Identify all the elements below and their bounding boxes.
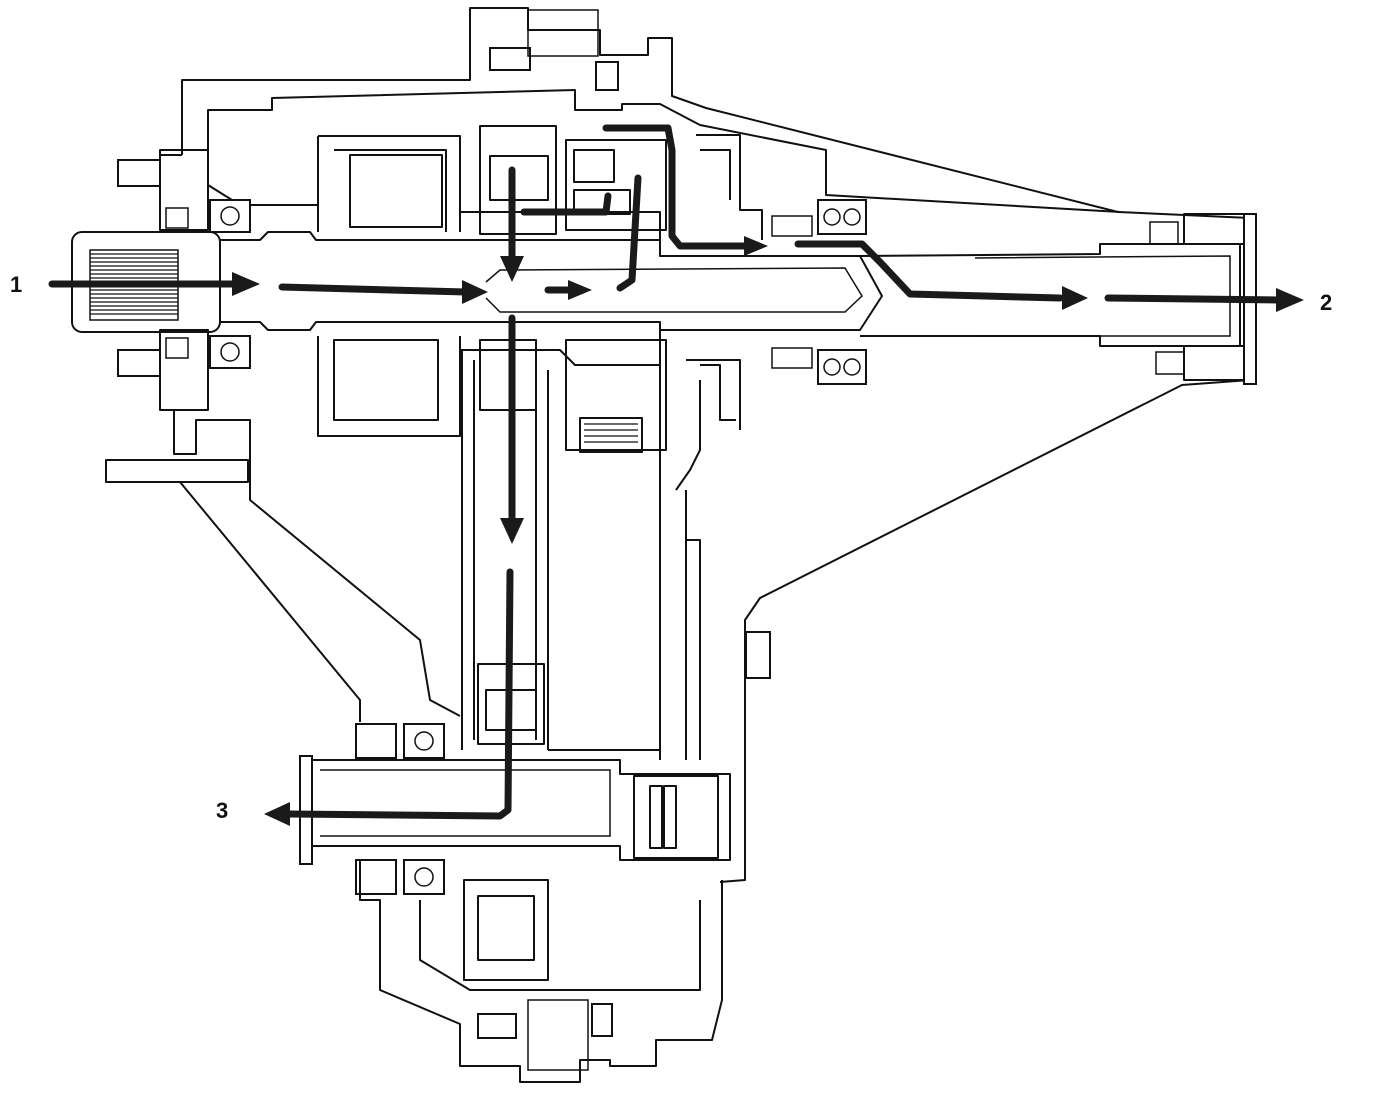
chain-drive-sprocket <box>565 134 1185 453</box>
mainshaft-flow-arrow <box>278 283 470 296</box>
input-bearing-top <box>209 199 251 233</box>
housing-tab <box>745 631 771 679</box>
upper-rear-flow-path <box>602 124 748 250</box>
input-retainer-bolt-bottom <box>117 349 161 377</box>
lower-flange-bolt-right <box>591 1003 613 1037</box>
front-seal-bottom <box>355 859 397 895</box>
front-output-shaft <box>299 723 731 895</box>
front-seal-top <box>355 723 397 759</box>
front-output-flow-path <box>286 568 514 820</box>
front-bearing-top <box>403 723 445 759</box>
rear-bearing-top <box>817 199 867 235</box>
flange-bolt-top-right <box>595 61 619 91</box>
rear-bearing-bottom <box>817 349 867 385</box>
front-output-flange <box>299 755 313 865</box>
flange-bolt-top <box>489 47 531 71</box>
callout-input: 1 <box>10 272 22 297</box>
front-bearing-bottom <box>403 859 445 895</box>
upper-housing <box>159 7 1251 883</box>
callout-front-output: 3 <box>216 798 228 823</box>
input-retainer-bolt-top <box>117 159 161 187</box>
lower-housing <box>359 860 723 1083</box>
lower-flange-bolt <box>477 1013 517 1039</box>
power-flow-paths <box>48 124 1304 826</box>
input-bearings <box>117 149 251 411</box>
input-bearing-bottom <box>209 335 251 369</box>
callouts: 1 2 3 <box>10 272 1332 823</box>
rear-output-flow-arrow <box>1104 294 1282 304</box>
callout-rear-output: 2 <box>1320 290 1332 315</box>
range-gear-section <box>317 125 661 437</box>
rear-output-flow-path <box>794 240 1064 302</box>
